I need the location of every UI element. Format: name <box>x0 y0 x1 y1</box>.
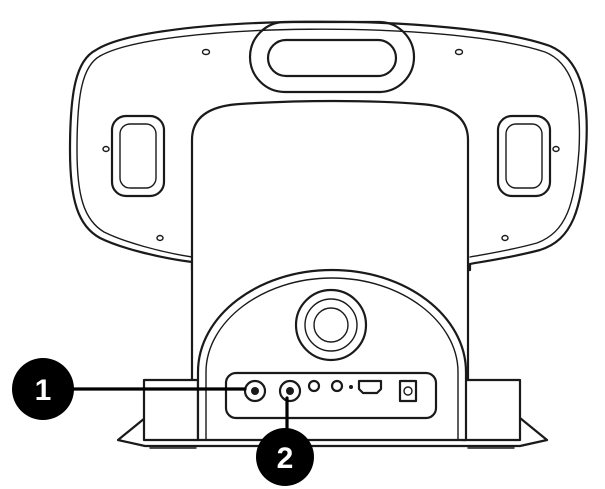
second-audio-jack <box>278 379 302 403</box>
right-grip-slot <box>496 114 552 198</box>
connector-panel <box>224 371 438 420</box>
left-grip-slot <box>110 114 166 198</box>
hdmi-port <box>357 379 383 395</box>
small-port-b <box>330 379 344 393</box>
indicator-dot <box>349 385 353 389</box>
top-handle-slot <box>248 20 416 94</box>
callout-2-label: 2 <box>277 442 294 475</box>
back-plate <box>68 20 588 272</box>
callout-1-label: 1 <box>35 374 52 407</box>
housing-round-button <box>294 288 368 362</box>
headphone-jack <box>243 379 267 403</box>
callout-1: 1 <box>12 358 247 420</box>
callout-2: 2 <box>256 396 314 486</box>
dc-power-port <box>398 379 418 403</box>
small-port-a <box>307 379 321 393</box>
mounting-holes <box>102 48 560 242</box>
